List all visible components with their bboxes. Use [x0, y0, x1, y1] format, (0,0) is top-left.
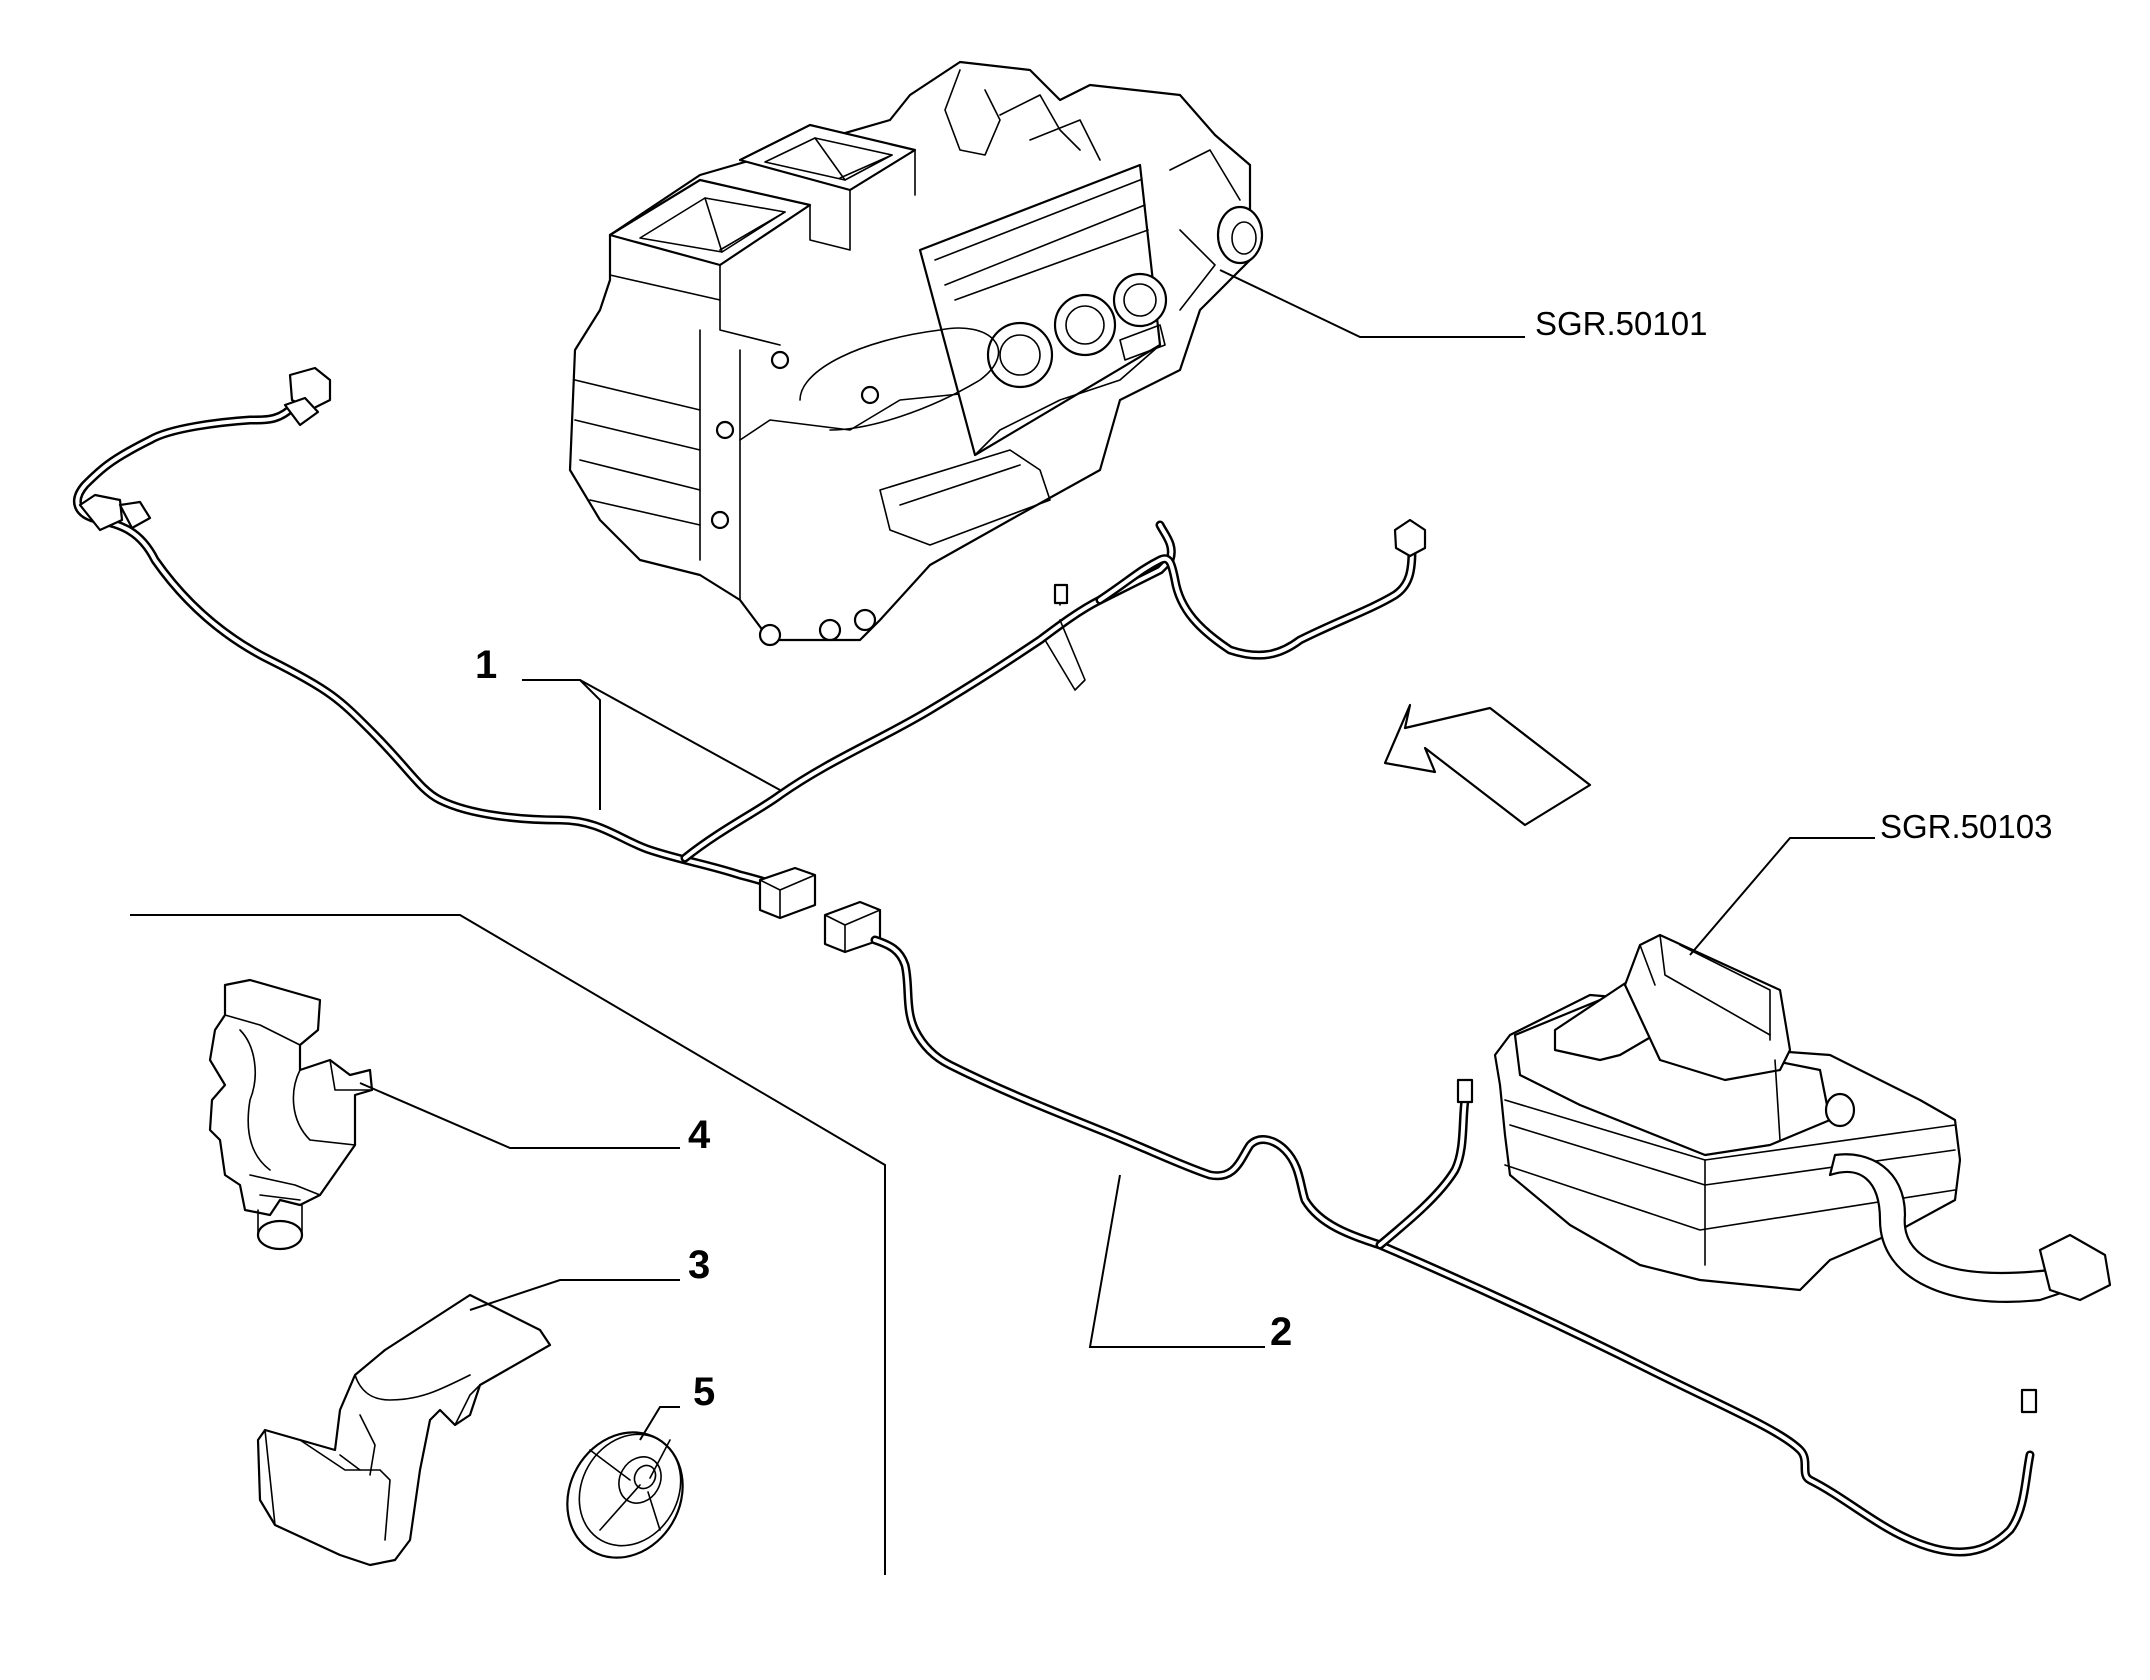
item-label-3: 3 — [688, 1243, 710, 1287]
panel-divider — [130, 914, 886, 1575]
battery-box-assembly — [1493, 933, 2112, 1303]
heater-unit-assembly — [568, 60, 1264, 647]
item-label-4: 4 — [688, 1113, 711, 1157]
ref-label-battery: SGR.50103 — [1880, 808, 2052, 845]
wiring-harness-2 — [870, 935, 2038, 1557]
bracket-part-3 — [256, 1293, 552, 1567]
ref-label-heater: SGR.50101 — [1535, 305, 1707, 342]
leader-lines — [359, 269, 1875, 1441]
item-label-5: 5 — [693, 1370, 715, 1414]
clip-part-4 — [208, 978, 374, 1251]
outlined-arrow-icon — [1383, 703, 1592, 827]
item-label-1: 1 — [475, 643, 497, 687]
grommet-part-5 — [566, 1431, 684, 1559]
item-label-2: 2 — [1270, 1310, 1292, 1354]
wiring-harness-1 — [73, 366, 1427, 954]
